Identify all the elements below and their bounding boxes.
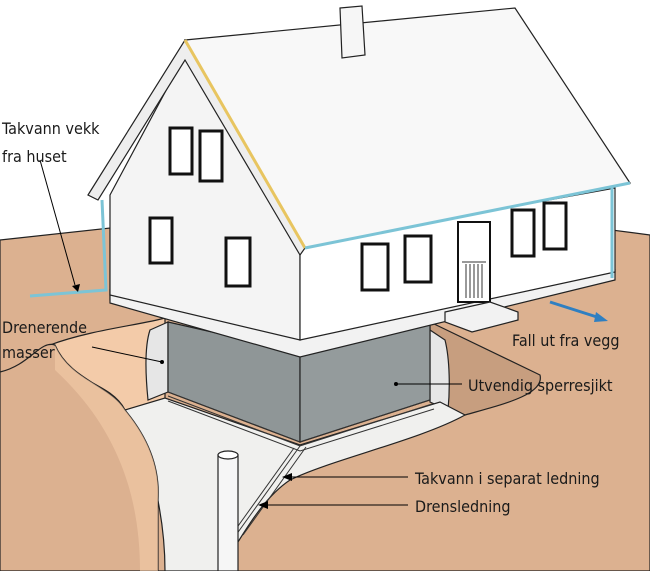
slope-arrowhead	[594, 312, 608, 322]
label-draining-2: masser	[2, 343, 55, 362]
label-slope: Fall ut fra vegg	[512, 331, 620, 350]
gutter	[304, 181, 631, 250]
front-door	[457, 221, 491, 303]
front-steps	[444, 301, 519, 333]
drain-pipe-outlet	[227, 445, 307, 541]
trench-floor	[124, 397, 467, 571]
windows	[148, 126, 568, 292]
barge-board	[183, 39, 307, 249]
label-roof-water-2: fra huset	[2, 147, 67, 166]
pointer-roof-water	[39, 159, 76, 286]
ground-lobe-face	[55, 345, 159, 571]
label-roof-water-1: Takvann vekk	[1, 119, 100, 138]
pointer-draining	[91, 346, 163, 363]
label-separate-pipe: Takvann i separat ledning	[414, 469, 600, 488]
inspection-standpipe	[217, 450, 239, 571]
slope-arrow	[549, 300, 601, 320]
arrowhead	[72, 284, 80, 292]
label-barrier: Utvendig sperresjikt	[468, 376, 613, 395]
chimney	[339, 5, 366, 59]
downpipe-left	[29, 199, 108, 298]
label-draining-1: Drenerende	[2, 318, 87, 337]
label-drain-pipe: Drensledning	[415, 497, 511, 516]
